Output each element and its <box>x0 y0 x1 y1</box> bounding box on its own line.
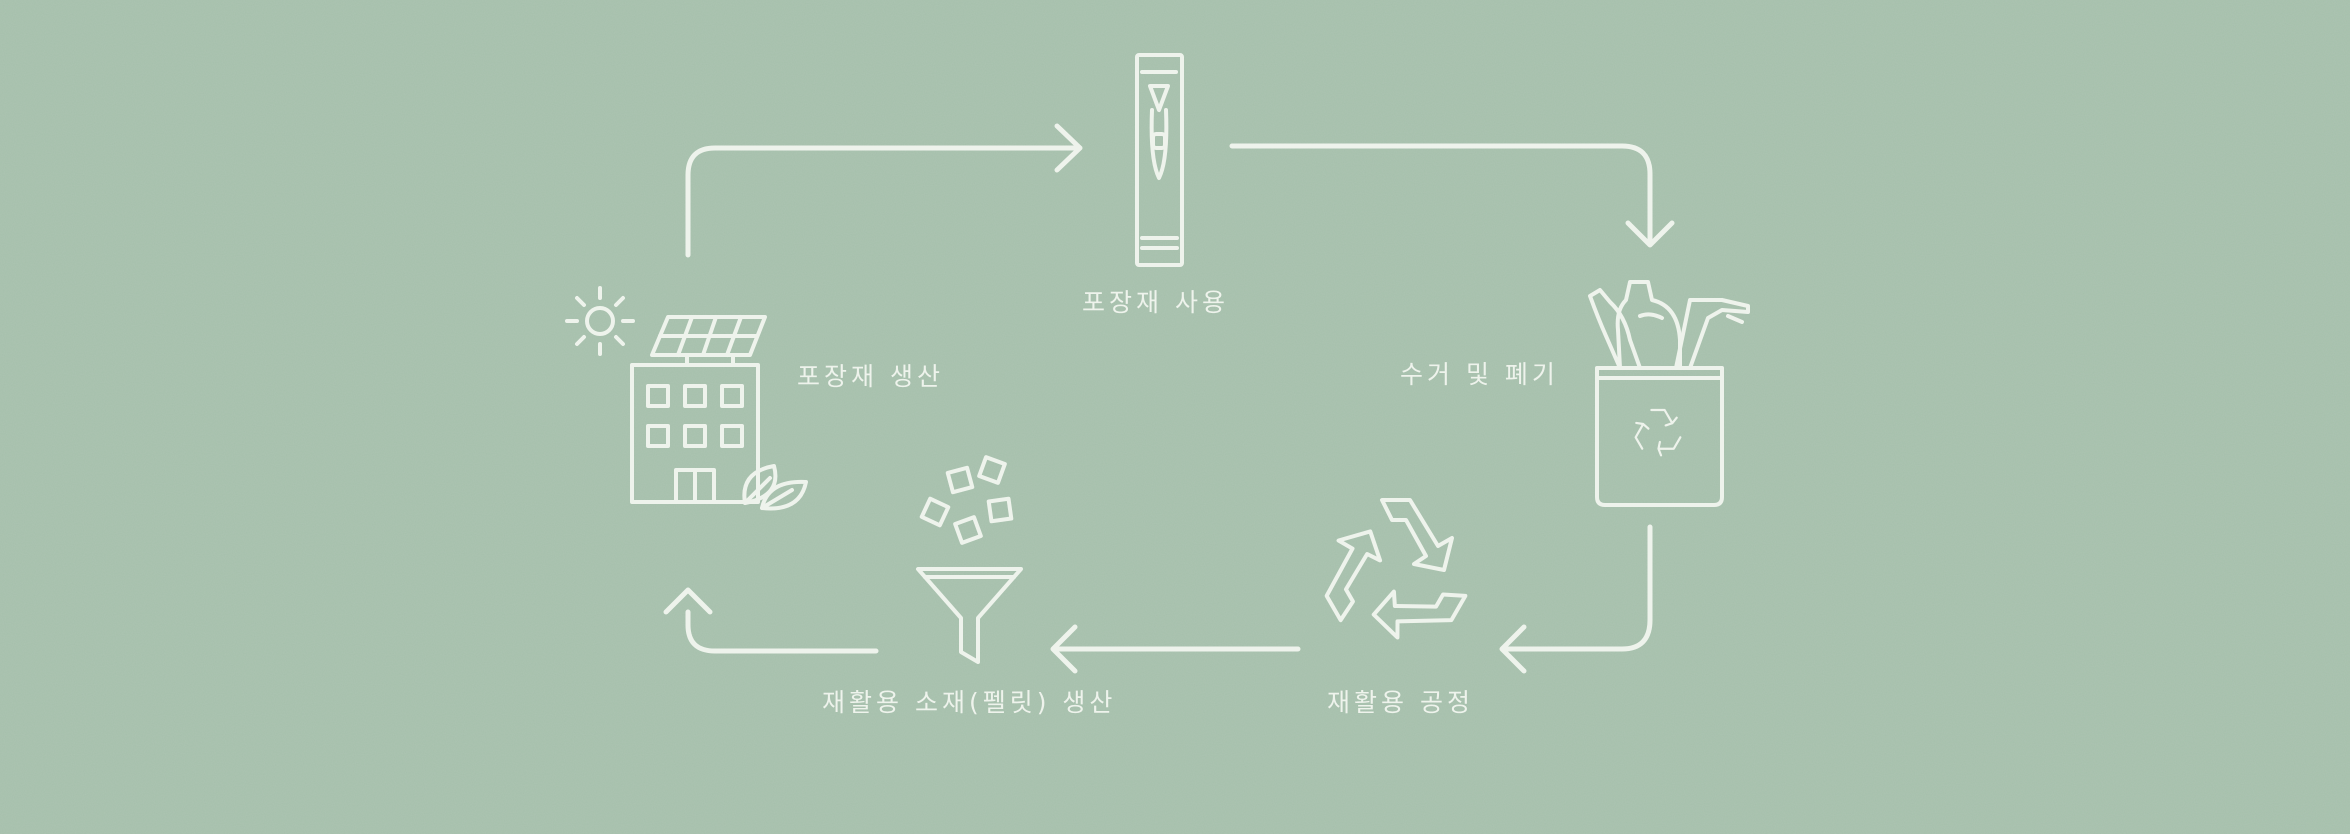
funnel-pellets-icon <box>916 455 1023 664</box>
recycle-symbol-icon <box>1324 498 1468 640</box>
cycle-arrows <box>663 123 1675 674</box>
leaf-icon <box>742 464 808 511</box>
label-usage: 포장재 사용 <box>1082 288 1229 317</box>
arrow-pellet-to-production <box>663 587 879 654</box>
label-recycling: 재활용 공정 <box>1327 688 1474 717</box>
arrow-recycling-to-pellet <box>1050 624 1301 674</box>
label-collection: 수거 및 폐기 <box>1400 360 1559 389</box>
building-icon <box>630 363 760 504</box>
label-pellet: 재활용 소재(펠릿) 생산 <box>822 688 1117 717</box>
label-production: 포장재 생산 <box>797 362 944 391</box>
arrow-usage-to-collection <box>1229 143 1675 248</box>
sun-icon <box>565 286 635 356</box>
packaging-tube-icon <box>1135 53 1184 267</box>
factory-solar-icon <box>565 286 808 511</box>
arrow-production-to-usage <box>685 123 1083 258</box>
pellets-icon <box>919 455 1014 545</box>
solar-panel-icon <box>650 315 767 367</box>
arrow-collection-to-recycling <box>1499 524 1653 674</box>
recycle-bin-icon <box>1588 280 1750 507</box>
